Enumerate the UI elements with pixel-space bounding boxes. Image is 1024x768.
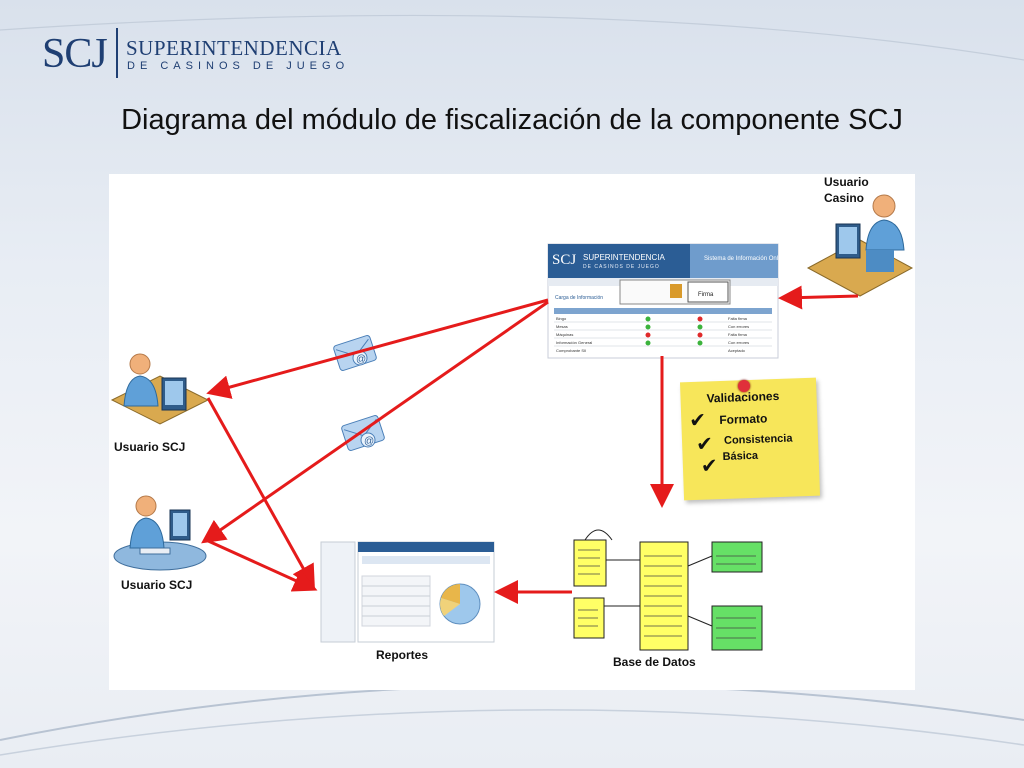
arrow-scj-bottom-to-reportes	[205, 538, 318, 592]
web-status-5: Aceptado	[728, 348, 745, 353]
note-item-consistencia: Consistencia	[723, 432, 793, 447]
logo-line2: DE CASINOS DE JUEGO	[127, 60, 350, 72]
web-row-1: Bingo	[556, 316, 567, 321]
web-status-4: Con errores	[728, 340, 750, 345]
arrow-casino-to-screen	[778, 285, 859, 310]
web-row-5: Comprobante SII	[556, 348, 587, 353]
web-status-3: Falta firma	[728, 332, 747, 337]
web-row-4: Información General	[556, 340, 593, 345]
arrow-screen-to-scj-bottom	[201, 300, 549, 544]
web-row-3: Máquinas	[556, 332, 574, 337]
usuario-scj-top-figure	[110, 353, 210, 425]
push-pin-icon	[738, 380, 750, 392]
usuario-casino-figure	[806, 194, 914, 297]
svg-text:@: @	[364, 436, 374, 447]
arrow-screen-to-scj-top	[206, 298, 549, 399]
reportes-screen	[320, 541, 495, 643]
label-base-de-datos: Base de Datos	[613, 655, 696, 669]
logo-line1: SUPERINTENDENCIA	[126, 36, 342, 60]
label-usuario-scj-bottom: Usuario SCJ	[121, 578, 193, 592]
note-item-formato: Formato	[719, 411, 768, 428]
web-screen-system: Sistema de Información Onl	[704, 256, 779, 262]
flow-arrows	[201, 285, 859, 604]
web-screen-firma: Firma	[698, 292, 714, 298]
web-row-2: Mesas	[556, 324, 568, 329]
web-screen-section: Carga de Información	[555, 295, 604, 301]
svg-text:@: @	[356, 354, 366, 365]
web-screen-org-sub: DE CASINOS DE JUEGO	[583, 264, 660, 270]
web-screen-org: SUPERINTENDENCIA	[583, 253, 665, 262]
web-status-1: Falta firma	[728, 316, 747, 321]
validaciones-note: Validaciones ✔ Formato ✔ Consistencia Bá…	[679, 377, 821, 501]
label-usuario-casino-1: Usuario	[824, 175, 869, 189]
usuario-scj-bottom-figure	[113, 495, 207, 571]
label-usuario-casino-2: Casino	[824, 191, 865, 205]
note-item-basica: Básica	[722, 449, 759, 463]
database-schema	[573, 529, 763, 651]
checkmark-icon: ✔	[688, 409, 707, 433]
web-screen	[547, 243, 779, 359]
label-reportes: Reportes	[376, 648, 429, 662]
label-usuario-scj-top: Usuario SCJ	[114, 440, 186, 454]
logo-mark: SCJ	[42, 31, 108, 77]
checkmark-icon: ✔	[700, 455, 719, 478]
web-screen-logo: SCJ	[552, 252, 577, 268]
web-status-2: Con errores	[728, 324, 750, 329]
slide-title: Diagrama del módulo de fiscalización de …	[121, 104, 903, 136]
arrow-scj-top-to-reportes	[206, 397, 315, 590]
logo-divider	[116, 28, 118, 78]
